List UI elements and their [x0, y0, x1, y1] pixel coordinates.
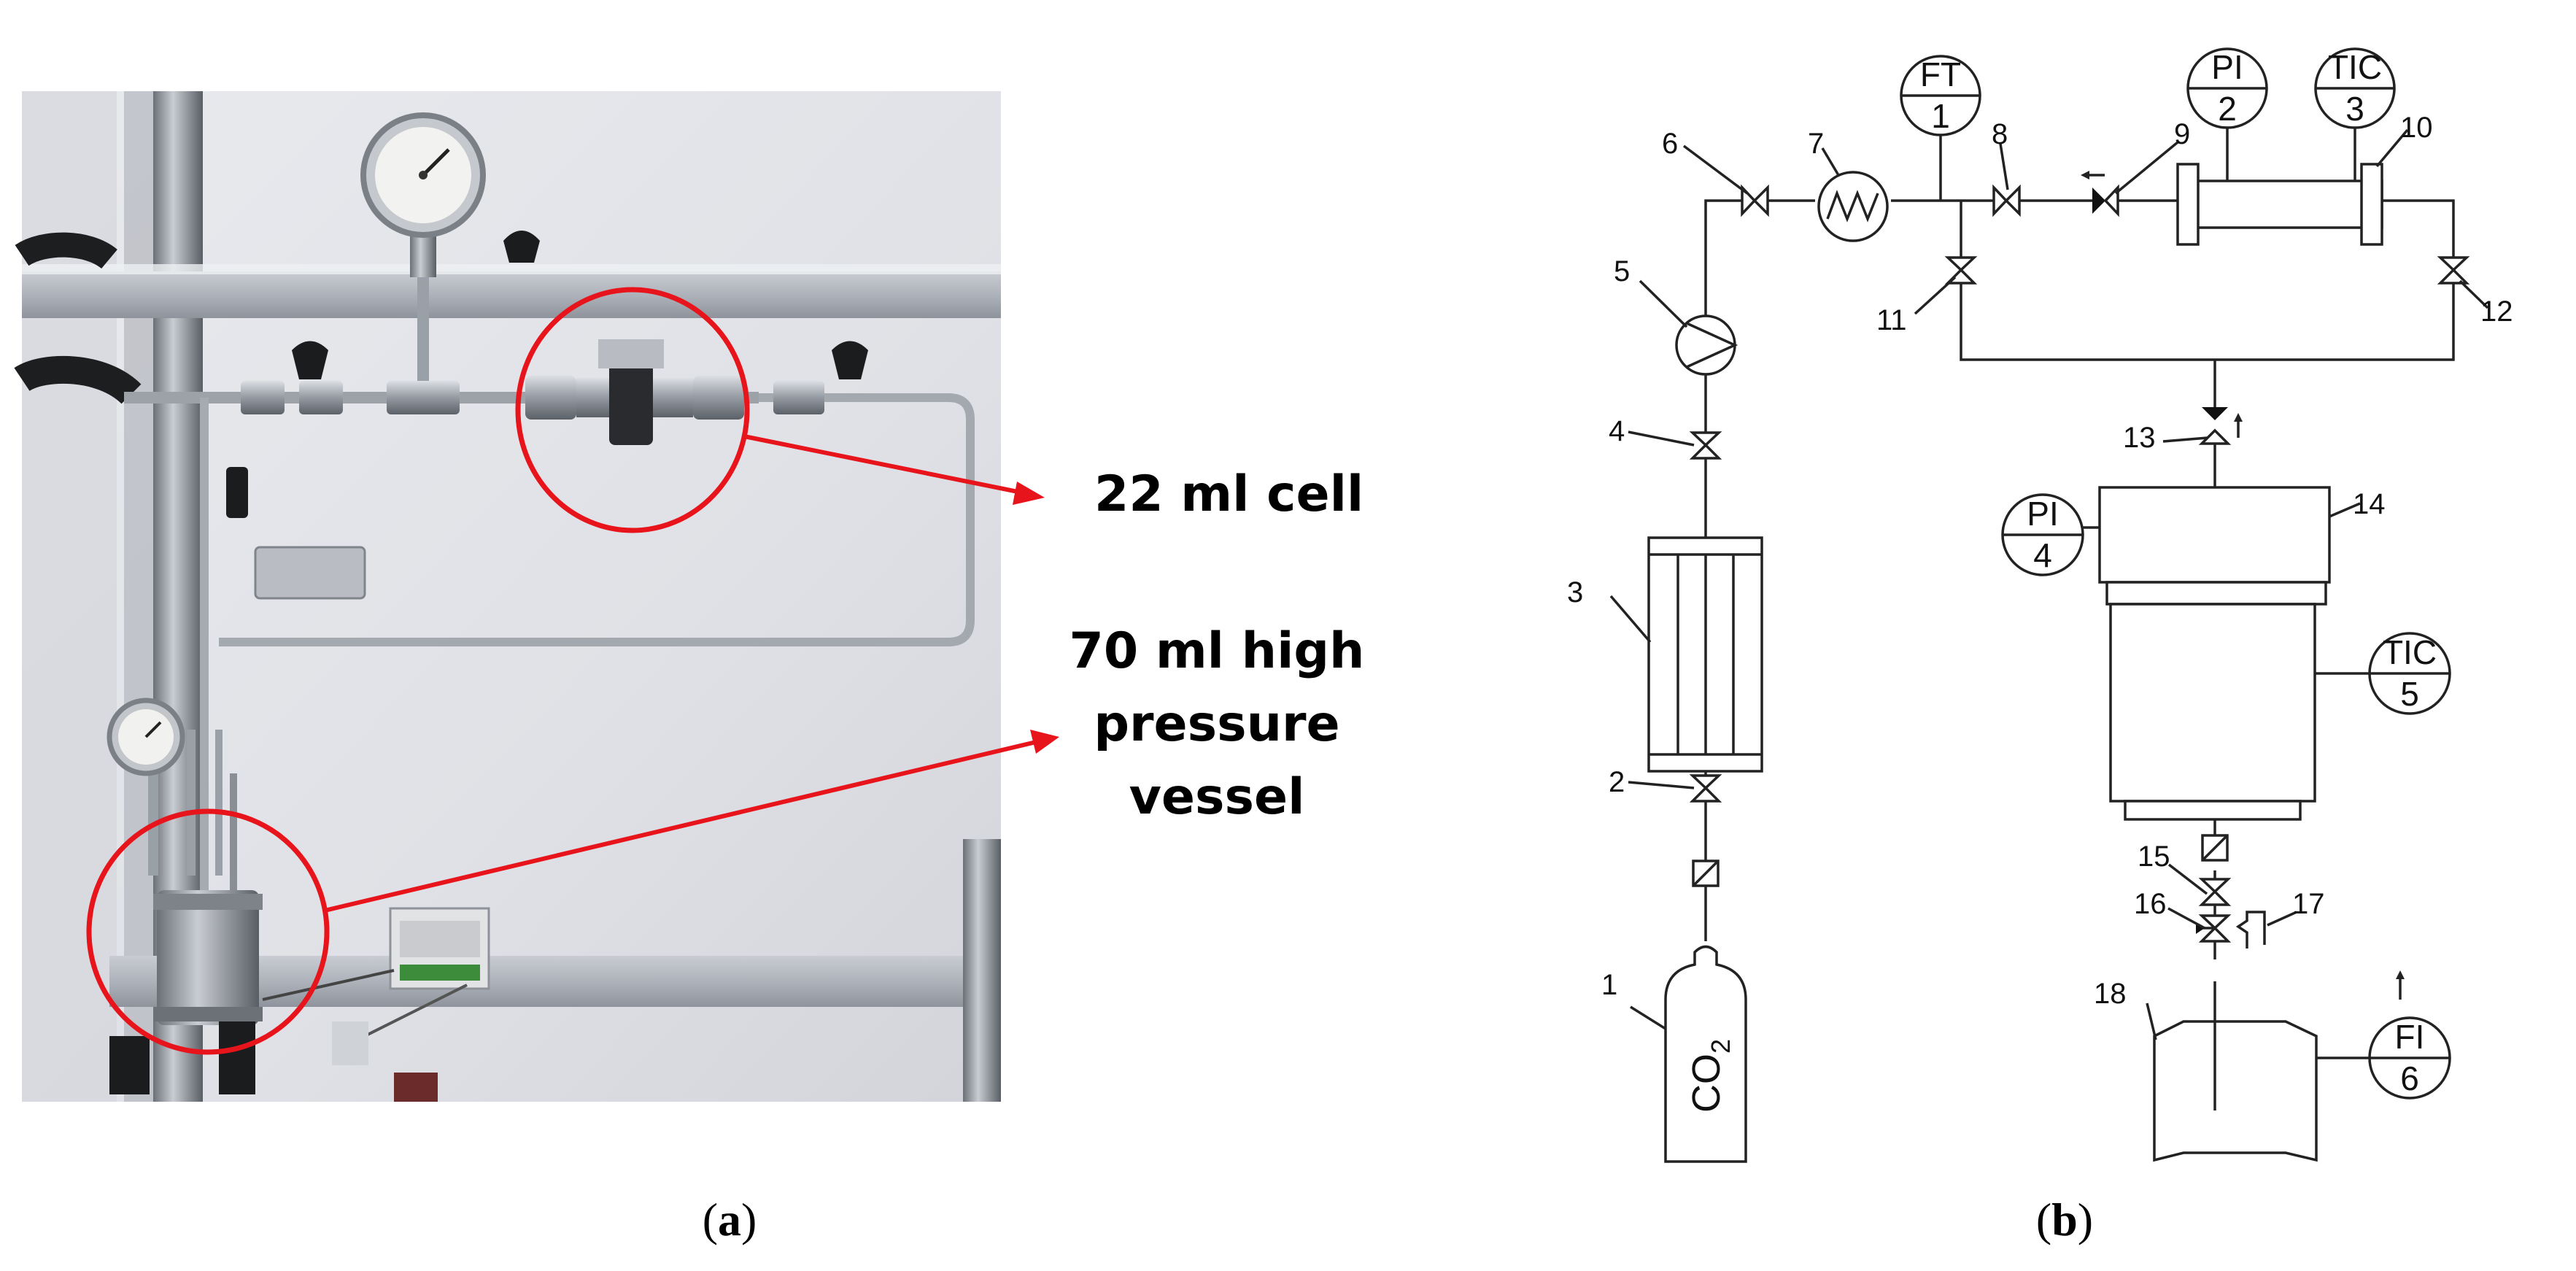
valve-16 [2196, 914, 2232, 943]
svg-text:PI: PI [2027, 495, 2058, 533]
valve-15 [2198, 878, 2232, 906]
leader-lines [1609, 128, 2489, 1040]
separator-14 [2098, 486, 2331, 821]
high-pressure-vessel [109, 890, 263, 1094]
pump-5 [1675, 314, 1738, 376]
cell-arrow [743, 434, 1022, 495]
equipment-number-2: 2 [1609, 766, 1625, 798]
equipment-number-3: 3 [1567, 576, 1583, 609]
pressure-gauge-top [360, 112, 486, 398]
instrument-pi-4: PI 4 [2001, 493, 2084, 576]
cell-label: 22 ml cell [1094, 465, 1364, 523]
preheater-7 [1817, 171, 1889, 242]
equipment-number-5: 5 [1614, 255, 1630, 287]
svg-text:2: 2 [2218, 90, 2237, 128]
svg-text:FI: FI [2395, 1018, 2425, 1056]
pid-diagram: CO2 [1567, 47, 2513, 1245]
valve-handles [226, 231, 868, 518]
equipment-number-17: 17 [2292, 888, 2325, 920]
vent-arrow [2396, 970, 2405, 1000]
equipment-number-6: 6 [1662, 128, 1678, 160]
valve-4 [1689, 431, 1722, 460]
vessel-label-line-3: vessel [1129, 768, 1305, 826]
equipment-numbers: 1 2 3 4 5 6 7 8 9 10 11 12 13 14 15 16 1… [1567, 112, 2513, 1010]
equipment-number-18: 18 [2094, 978, 2127, 1010]
optical-cell-10 [2176, 163, 2383, 246]
co2-cylinder: CO2 [1664, 945, 1747, 1163]
fittings [241, 376, 824, 420]
heat-exchanger-3 [1647, 536, 1763, 773]
svg-text:6: 6 [2400, 1059, 2419, 1097]
svg-text:TIC: TIC [2328, 48, 2382, 86]
valve-2 [1689, 774, 1722, 803]
svg-text:TIC: TIC [2383, 633, 2437, 671]
cell-body [576, 339, 693, 445]
equipment-number-13: 13 [2123, 422, 2156, 454]
equipment-number-9: 9 [2174, 118, 2190, 150]
relief-symbol-17 [2235, 911, 2266, 949]
equipment-number-4: 4 [1609, 415, 1625, 447]
valve-12 [2437, 256, 2470, 285]
equipment-number-10: 10 [2400, 112, 2433, 144]
equipment-number-7: 7 [1808, 128, 1824, 160]
co2-cylinder-label: CO2 [1685, 1039, 1736, 1113]
instrument-fi-6: FI 6 [2368, 1016, 2451, 1100]
svg-text:FT: FT [1920, 55, 1961, 93]
lower-assembly [107, 698, 223, 876]
svg-text:1: 1 [1931, 97, 1950, 135]
controller-box [262, 907, 490, 1102]
equipment-number-8: 8 [1992, 118, 2008, 150]
cell-highlight [515, 287, 1045, 533]
caption-b: (b) [2036, 1194, 2093, 1245]
vessel-highlight-circle [86, 808, 330, 1055]
vessel-label-line-2: pressure [1094, 695, 1339, 753]
equipment-number-16: 16 [2134, 888, 2167, 920]
equipment-number-12: 12 [2480, 295, 2513, 328]
vessel-arrowhead [1030, 730, 1059, 754]
equipment-number-14: 14 [2353, 488, 2386, 520]
check-valve-13 [2198, 407, 2243, 445]
cell-arrowhead [1013, 482, 1045, 505]
equipment-number-15: 15 [2138, 841, 2170, 873]
caption-a: (a) [703, 1194, 757, 1245]
vessel-label-line-1: 70 ml high [1070, 622, 1365, 680]
valve-8 [1992, 184, 2021, 217]
black-hose [14, 232, 142, 405]
equipment-number-1: 1 [1601, 969, 1617, 1001]
svg-text:5: 5 [2400, 675, 2419, 713]
vessel-highlight [86, 730, 1059, 1055]
instrument-pi-2: PI 2 [2186, 47, 2268, 129]
svg-text:3: 3 [2345, 90, 2364, 128]
equipment-number-11: 11 [1876, 304, 1907, 336]
co2-cylinder-body [1664, 945, 1747, 1163]
check-valve-9 [2081, 171, 2119, 217]
pipelines [1704, 128, 2455, 1059]
instrument-ft-1: FT 1 [1900, 55, 1981, 136]
cell-highlight-circle [515, 287, 750, 533]
vessel-arrow [324, 740, 1037, 913]
collection-vessel-18 [2153, 1001, 2318, 1162]
instrument-tic-5: TIC 5 [2368, 632, 2451, 715]
instrument-tic-3: TIC 3 [2314, 47, 2396, 129]
svg-text:4: 4 [2033, 536, 2052, 574]
valve-11 [1944, 256, 1978, 285]
svg-text:PI: PI [2211, 48, 2243, 86]
photo-panel: 22 ml cell 70 ml high pressure vessel (a… [14, 91, 1365, 1245]
valve-6 [1741, 184, 1769, 217]
